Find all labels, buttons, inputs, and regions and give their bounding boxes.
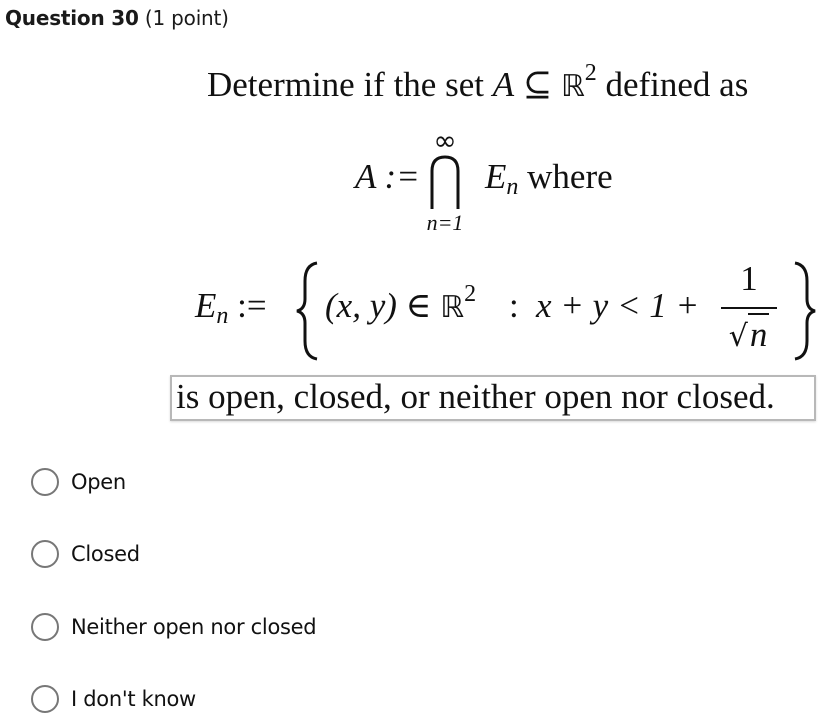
- question-title: Question 30: [5, 6, 139, 30]
- reals-symbol: ℝ: [560, 69, 585, 104]
- big-intersection: ∞ n=1: [421, 124, 469, 235]
- set-variable: A: [492, 65, 515, 104]
- reals-exponent: 2: [584, 60, 597, 86]
- left-brace-icon: [296, 261, 318, 361]
- lhs-E: E: [195, 286, 217, 325]
- question-points: (1 point): [144, 6, 229, 30]
- option-closed[interactable]: Closed: [31, 534, 140, 574]
- term-E: E: [485, 157, 507, 196]
- intersection-lhs: A :=: [355, 157, 420, 196]
- radio-button[interactable]: [31, 540, 59, 568]
- option-neither[interactable]: Neither open nor closed: [31, 607, 317, 647]
- option-label: Open: [71, 470, 126, 494]
- fraction-numerator: 1: [740, 259, 758, 298]
- question-header: Question 30 (1 point): [5, 4, 229, 32]
- right-brace-icon: [794, 261, 816, 361]
- term-sub: n: [506, 174, 519, 200]
- prompt-text-after: defined as: [596, 65, 749, 104]
- where-text: where: [518, 157, 613, 196]
- prompt-line-3: En := (x, y) ∈ ℝ2 : x + y < 1 + 1 √n: [195, 255, 819, 365]
- set-element: (x, y) ∈ ℝ2: [325, 282, 476, 329]
- subset-symbol: ⊆: [522, 65, 553, 104]
- reals-symbol-2: ℝ: [440, 290, 465, 325]
- set-colon: :: [509, 286, 519, 325]
- prompt-line-4: is open, closed, or neither open nor clo…: [170, 375, 816, 421]
- option-label: I don't know: [71, 687, 196, 711]
- option-open[interactable]: Open: [31, 462, 126, 502]
- lhs-sub: n: [216, 303, 229, 329]
- prompt-text: Determine if the set: [207, 65, 493, 104]
- intersection-rhs: En where: [485, 156, 613, 200]
- sqrt-icon: √: [728, 319, 748, 354]
- option-dont-know[interactable]: I don't know: [31, 679, 196, 719]
- assign-symbol: :=: [237, 286, 267, 325]
- reals-exponent-2: 2: [464, 281, 477, 307]
- prompt-line-1: Determine if the set A ⊆ ℝ2 defined as: [207, 61, 749, 108]
- fraction: 1 √n: [719, 255, 779, 365]
- upper-limit: ∞: [433, 124, 457, 157]
- radio-button[interactable]: [31, 613, 59, 641]
- fraction-bar: [721, 307, 777, 309]
- intersection-icon: [430, 155, 460, 209]
- radio-button[interactable]: [31, 685, 59, 713]
- option-label: Closed: [71, 542, 140, 566]
- element-xy: (x, y) ∈: [325, 286, 441, 325]
- option-label: Neither open nor closed: [71, 615, 317, 639]
- set-def-lhs: En :=: [195, 285, 267, 329]
- lower-limit: n=1: [426, 210, 464, 235]
- prompt-line-2: A := ∞ n=1 En where: [355, 120, 655, 240]
- radio-button[interactable]: [31, 468, 59, 496]
- radicand: n: [747, 313, 770, 354]
- fraction-denominator: √n: [719, 313, 779, 357]
- set-condition: x + y < 1 +: [536, 286, 700, 325]
